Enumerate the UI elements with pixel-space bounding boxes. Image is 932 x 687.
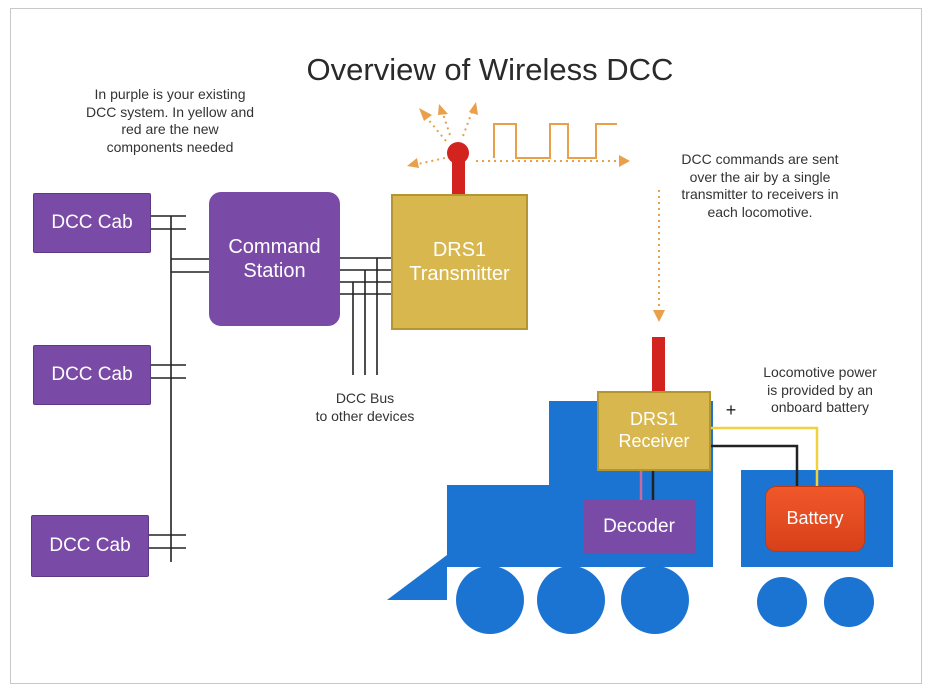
legend-note-line: red are the new <box>121 121 219 137</box>
legend-note: In purple is your existing DCC system. I… <box>40 86 300 156</box>
transmitter-antenna <box>447 142 469 195</box>
signal-arrowhead <box>438 104 448 115</box>
cab-bus-wiring <box>149 215 209 562</box>
signal-ray <box>426 117 447 142</box>
dcc-bus-wiring <box>340 257 391 375</box>
tender-wheel <box>824 577 874 627</box>
command-station-label-line: Station <box>243 260 306 282</box>
dcc-cab-2: DCC Cab <box>33 345 151 405</box>
locomotive-cowcatcher <box>387 555 447 600</box>
dcc-bus-note-line: DCC Bus <box>335 390 395 406</box>
locomotive-wheel <box>456 566 524 634</box>
signal-arrowhead <box>407 158 419 168</box>
battery-negative-wire <box>711 444 799 487</box>
transmitter-label-line: Transmitter <box>409 263 510 285</box>
diagram-frame <box>10 8 922 684</box>
battery-positive-wire <box>711 426 819 487</box>
signal-arrowhead <box>469 102 478 115</box>
power-note-line: Locomotive power <box>763 364 877 380</box>
locomotive-wheel <box>537 566 605 634</box>
decoder: Decoder <box>583 500 695 554</box>
command-station: Command Station <box>209 192 340 326</box>
signal-arrowhead <box>419 108 432 121</box>
commands-note-line: transmitter to receivers in <box>681 186 839 202</box>
transmitter-label-line: DRS1 <box>432 239 487 261</box>
battery: Battery <box>766 487 864 551</box>
dcc-square-wave <box>493 123 617 159</box>
drs1-receiver: DRS1 Receiver <box>597 391 711 471</box>
legend-note-line: components needed <box>106 138 234 155</box>
page-title: Overview of Wireless DCC <box>306 52 674 87</box>
locomotive-wheel <box>621 566 689 634</box>
signal-ray <box>417 157 446 165</box>
commands-note-line: DCC commands are sent <box>681 151 839 167</box>
positive-terminal-label: + <box>725 400 737 420</box>
command-station-label-line: Command <box>228 236 321 258</box>
transmitter-antenna-tip <box>447 142 469 164</box>
broadcast-arrowhead <box>619 155 630 167</box>
commands-note-line: over the air by a single <box>689 168 831 185</box>
receiver-label-line: DRS1 <box>629 409 678 430</box>
signal-ray <box>462 111 473 137</box>
signal-arrows <box>407 102 478 168</box>
receiver-antenna <box>652 337 665 393</box>
downlink-arrowhead <box>653 310 665 322</box>
transmitter-antenna-mast <box>452 156 465 195</box>
receiver-label-line: Receiver <box>618 431 690 451</box>
power-note-line: onboard battery <box>770 399 870 415</box>
power-note: Locomotive power is provided by an onboa… <box>740 364 900 417</box>
tender-wheel <box>757 577 807 627</box>
dcc-bus-note: DCC Bus to other devices <box>300 390 430 425</box>
dcc-cab-1: DCC Cab <box>33 193 151 253</box>
dcc-bus-note-line: to other devices <box>315 407 415 424</box>
legend-note-line: DCC system. In yellow and <box>85 103 255 120</box>
receiver-wiring <box>639 426 819 500</box>
commands-note: DCC commands are sent over the air by a … <box>640 151 880 221</box>
drs1-transmitter: DRS1 Transmitter <box>391 194 528 330</box>
signal-ray <box>442 113 451 136</box>
legend-note-line: In purple is your existing <box>94 86 246 102</box>
commands-note-line: each locomotive. <box>707 203 813 220</box>
power-note-line: is provided by an <box>767 381 873 398</box>
dcc-cab-3: DCC Cab <box>31 515 149 577</box>
